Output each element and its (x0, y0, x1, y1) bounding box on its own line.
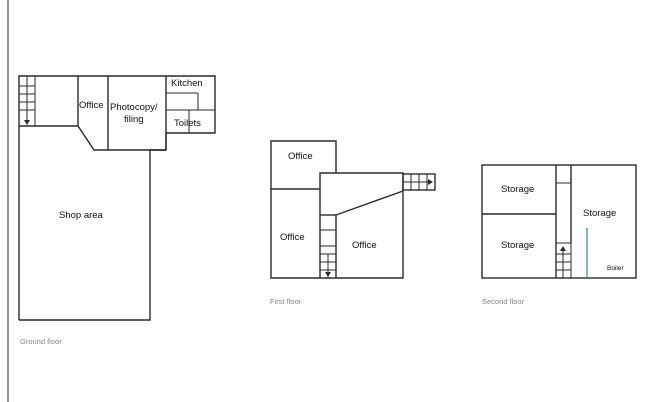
staircase-icon (403, 174, 431, 190)
stair-direction-arrow-icon (560, 246, 566, 266)
room-label-office-top: Office (288, 151, 313, 162)
room-label-filing: filing (124, 114, 144, 125)
room-label-storage-bottom-left: Storage (501, 240, 534, 251)
room-label-shop-area: Shop area (59, 210, 104, 221)
first-floor-plan: Office Office Office (270, 140, 436, 279)
floor-label-ground: Ground floor (20, 337, 62, 346)
second-floor-plan: Storage Storage Storage Boiler (481, 164, 637, 279)
stair-direction-arrow-icon (325, 258, 331, 277)
room-label-boiler: Boiler (607, 265, 624, 272)
ground-floor-plan: Office Photocopy/ filing Kitchen Toilets… (18, 75, 216, 321)
room-label-kitchen: Kitchen (171, 78, 203, 89)
room-label-photocopy: Photocopy/ (110, 102, 158, 113)
floor-label-first: First floor (270, 297, 302, 306)
room-label-office: Office (79, 100, 104, 111)
room-label-storage-right: Storage (583, 208, 616, 219)
floor-label-second: Second floor (482, 297, 525, 306)
stair-direction-arrow-icon (428, 179, 433, 185)
room-label-office-left: Office (280, 232, 305, 243)
room-label-toilets: Toilets (174, 118, 201, 129)
stair-direction-arrow-icon (24, 110, 30, 125)
room-label-storage-top-left: Storage (501, 184, 534, 195)
room-label-office-right: Office (352, 240, 377, 251)
